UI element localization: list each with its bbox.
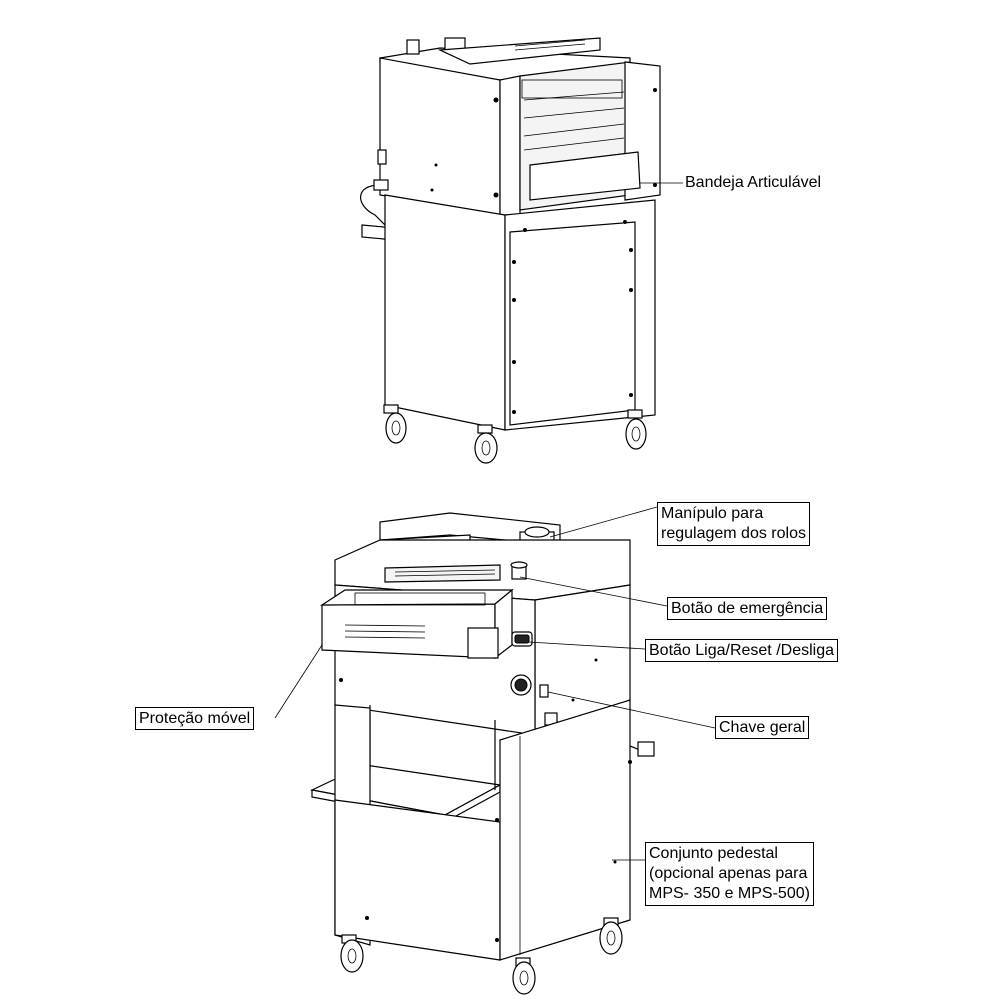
leader-manipulo	[549, 506, 658, 538]
label-manipulo: Manípulo para regulagem dos rolos	[657, 502, 810, 546]
bottom-machine-drawing	[274, 506, 716, 995]
label-manipulo-line2: regulagem dos rolos	[661, 525, 806, 542]
label-chave-geral: Chave geral	[715, 716, 810, 739]
label-protecao-movel: Proteção móvel	[135, 707, 255, 730]
label-bandeja: Bandeja Articulável	[685, 174, 822, 191]
label-conjunto-line1: Conjunto pedestal	[649, 845, 778, 862]
leader-liga	[527, 641, 646, 650]
label-conjunto-line2: (opcional apenas para	[649, 865, 808, 882]
leader-protecao	[274, 644, 323, 719]
label-botao-liga: Botão Liga/Reset /Desliga	[645, 639, 838, 662]
label-conjunto-line3: MPS- 350 e MPS-500)	[649, 885, 810, 902]
top-machine-drawing	[360, 37, 683, 464]
leader-chave	[547, 691, 716, 729]
leader-emergencia	[519, 576, 668, 607]
label-botao-emergencia: Botão de emergência	[667, 597, 828, 620]
label-manipulo-line1: Manípulo para	[661, 505, 764, 522]
label-conjunto-pedestal: Conjunto pedestal (opcional apenas para …	[645, 842, 814, 906]
